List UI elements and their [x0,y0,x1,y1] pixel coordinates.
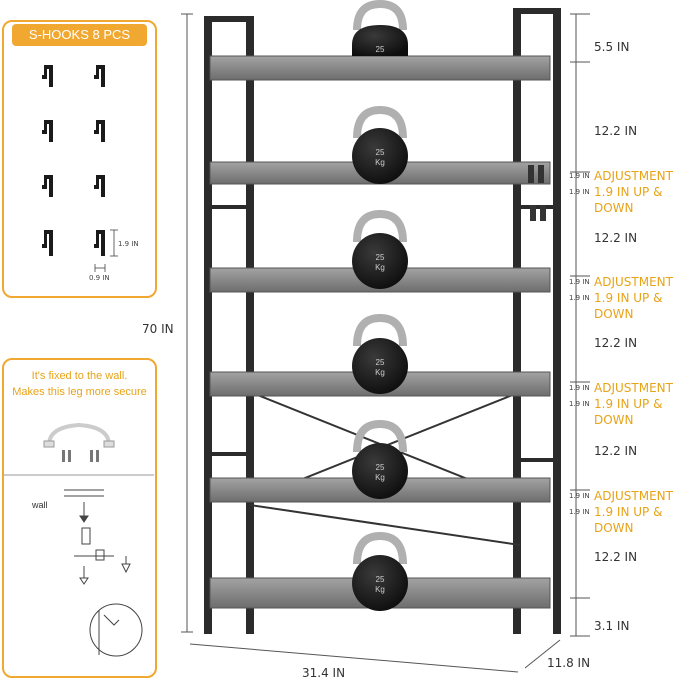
total-height-label: 70 IN [142,322,174,336]
wall-anchor-text-1: It's fixed to the wall. [31,370,128,382]
kettlebell-icon [352,209,408,289]
s-hook-icon [94,230,105,256]
hook-height-label: 1.9 IN [118,240,139,248]
hanging-hooks [528,165,546,221]
s-hooks-illustration [42,65,118,272]
adjustment-small-label: 1.9 IN [569,278,590,286]
hook-width-label: 0.9 IN [89,274,110,282]
top-gap-label: 5.5 IN [594,40,630,54]
kettlebell-icon [352,419,408,499]
s-hooks-panel: S-HOOKS 8 PCS 1.9 IN 0.9 IN [2,20,157,298]
kettlebell-icon [352,0,408,56]
kettlebell-icon [352,105,408,184]
s-hooks-title: S-HOOKS 8 PCS [12,24,147,46]
shelf-gap-label: 12.2 IN [594,550,638,564]
shelf-gap-label: 12.2 IN [594,336,638,350]
depth-label: 11.8 IN [547,656,591,670]
wall-anchor-text-2: Makes this leg more secure [12,386,147,398]
kettlebell-icon [352,531,408,611]
wall-label: wall [32,500,48,510]
wall-anchor-steps-illustration [64,489,143,657]
kettlebells [352,0,408,611]
wall-anchor-panel: It's fixed to the wall. Makes this leg m… [2,358,157,678]
adjustment-small-label: 1.9 IN [569,294,590,302]
adjustment-small-label: 1.9 IN [569,492,590,500]
shelf-gap-label: 12.2 IN [594,231,638,245]
kettlebell-icon [352,313,408,394]
shelf-gap-label: 12.2 IN [594,124,638,138]
kettlebell-weight-label: 25 [375,45,385,54]
s-hook-icon [42,65,53,87]
s-hook-icon [42,120,53,142]
s-hook-icon [42,230,53,256]
adjustment-small-label: 1.9 IN [569,188,590,196]
s-hook-icon [42,175,53,197]
shelf-gap-label: 12.2 IN [594,444,638,458]
frame [204,8,561,634]
s-hook-icon [94,65,105,87]
adjustment-small-label: 1.9 IN [569,384,590,392]
dimension-lines [181,13,590,673]
adjustment-small-label: 1.9 IN [569,400,590,408]
width-label: 31.4 IN [302,666,346,680]
s-hook-icon [94,175,105,197]
s-hook-icon [94,120,105,142]
bottom-gap-label: 3.1 IN [594,619,630,633]
adjustment-small-label: 1.9 IN [569,508,590,516]
adjustment-small-label: 1.9 IN [569,172,590,180]
wall-anchor-parts-illustration [4,422,154,476]
